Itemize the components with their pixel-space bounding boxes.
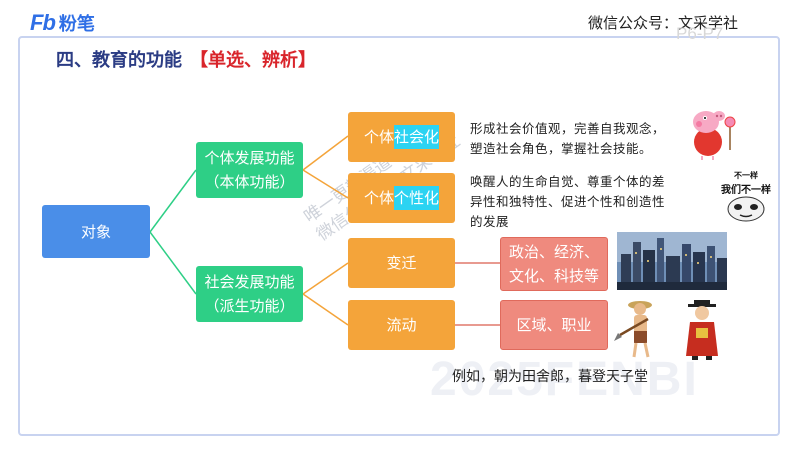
social-function-node: 社会发展功能 （派生功能） bbox=[196, 266, 303, 322]
social-label: 社会发展功能 bbox=[204, 273, 295, 291]
change-detail-line2: 文化、科技等 bbox=[508, 267, 599, 285]
root-node: 对象 bbox=[42, 205, 150, 258]
mobility-detail-node: 区域、职业 bbox=[500, 300, 608, 350]
title-tag: 【单选、辨析】 bbox=[190, 50, 316, 71]
personalization-node: 个体个性化 bbox=[348, 173, 455, 223]
meme-caption: 我们不一样 bbox=[721, 185, 771, 196]
root-label: 对象 bbox=[80, 222, 111, 241]
social-sublabel: （派生功能） bbox=[204, 297, 295, 315]
panda-face-icon bbox=[727, 196, 765, 222]
slide-title: 四、教育的功能【单选、辨析】 bbox=[56, 46, 316, 72]
socialization-highlight: 社会化 bbox=[394, 125, 440, 149]
peppa-pig-illustration bbox=[693, 111, 736, 160]
personalization-prefix: 个体 bbox=[363, 189, 394, 207]
meme-caption-small: 不一样 bbox=[734, 171, 758, 180]
change-detail-node: 政治、经济、 文化、科技等 bbox=[500, 237, 608, 291]
socialization-node: 个体社会化 bbox=[348, 112, 455, 162]
socialization-description: 形成社会价值观，完善自我观念， 塑造社会角色，掌握社会技能。 bbox=[470, 119, 665, 159]
mobility-detail-label: 区域、职业 bbox=[516, 316, 592, 334]
personalization-description: 唤醒人的生命自觉、尊重个体的差 异性和独特性、促进个性和创造性 的发展 bbox=[470, 172, 665, 232]
change-node: 变迁 bbox=[348, 238, 455, 288]
socialization-prefix: 个体 bbox=[363, 128, 394, 146]
example-text: 例如，朝为田舍郎，暮登天子堂 bbox=[452, 369, 648, 385]
personalization-desc-line3: 的发展 bbox=[470, 214, 510, 229]
change-label: 变迁 bbox=[386, 254, 417, 272]
meme-image: 不一样 我们不一样 bbox=[716, 170, 776, 225]
mobility-node: 流动 bbox=[348, 300, 455, 350]
page-range: P6-P7 bbox=[676, 24, 724, 43]
title-main: 四、教育的功能 bbox=[56, 50, 182, 71]
personalization-desc-line1: 唤醒人的生命自觉、尊重个体的差 bbox=[470, 174, 666, 189]
farmer-illustration bbox=[614, 301, 652, 358]
mobility-label: 流动 bbox=[386, 316, 417, 334]
socialization-desc-line2: 塑造社会角色，掌握社会技能。 bbox=[470, 141, 653, 156]
logo-mark: Fb bbox=[30, 10, 56, 35]
logo-text: 粉笔 bbox=[58, 14, 95, 35]
wechat-account: 微信公众号：文采学社 bbox=[588, 14, 739, 32]
personalization-desc-line2: 异性和独特性、促进个性和创造性 bbox=[470, 194, 666, 209]
bottom-watermark: 2025FENBI bbox=[430, 353, 699, 406]
brand-logo: Fb 粉笔 bbox=[30, 10, 95, 36]
socialization-desc-line1: 形成社会价值观，完善自我观念， bbox=[470, 121, 666, 136]
change-detail-line1: 政治、经济、 bbox=[508, 243, 599, 261]
individual-function-node: 个体发展功能 （本体功能） bbox=[196, 142, 303, 198]
personalization-highlight: 个性化 bbox=[394, 186, 440, 210]
official-illustration bbox=[686, 300, 718, 360]
slide-frame bbox=[18, 36, 780, 436]
individual-sublabel: （本体功能） bbox=[204, 173, 295, 191]
individual-label: 个体发展功能 bbox=[204, 149, 295, 167]
city-skyline-image bbox=[617, 232, 727, 290]
